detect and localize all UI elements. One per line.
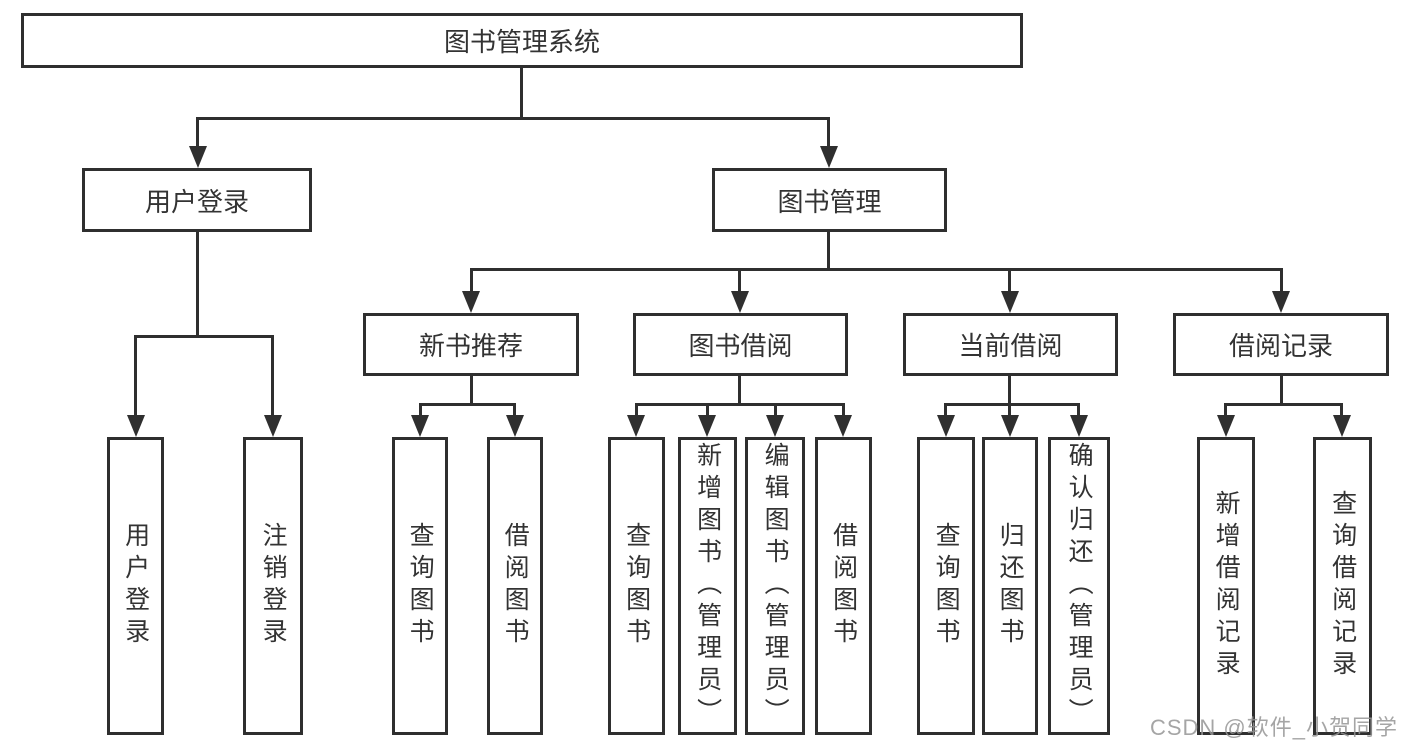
node-book-management-label: 图书管理 <box>777 186 882 217</box>
connector-login-split <box>134 335 274 338</box>
connector-current-branch-2 <box>1008 403 1011 417</box>
node-login-user-login: 用户登录 <box>107 437 164 735</box>
arrowhead-icon <box>627 415 645 437</box>
node-current-confirm-return-admin-label: 确认归还（管理员） <box>1065 442 1094 730</box>
node-borrowing-add-books-admin: 新增图书（管理员） <box>678 437 737 735</box>
node-user-login: 用户登录 <box>82 168 312 232</box>
node-book-management: 图书管理 <box>712 168 947 232</box>
arrowhead-icon <box>1001 291 1019 313</box>
connector-borrowing-branch-2 <box>706 403 709 417</box>
connector-current-split <box>944 403 1080 406</box>
connector-branch-recommend <box>470 268 473 293</box>
node-library-system: 图书管理系统 <box>21 13 1023 68</box>
connector-borrowing-branch-1 <box>635 403 638 417</box>
node-borrowing-edit-books-admin-label: 编辑图书（管理员） <box>761 442 790 730</box>
connector-current-branch-3 <box>1077 403 1080 417</box>
node-book-borrowing: 图书借阅 <box>633 313 848 376</box>
arrowhead-icon <box>1001 415 1019 437</box>
arrowhead-icon <box>731 291 749 313</box>
connector-login-branch-1 <box>134 335 137 417</box>
arrowhead-icon <box>1217 415 1235 437</box>
connector-borrowing-split <box>635 403 844 406</box>
node-borrowing-records-label: 借阅记录 <box>1228 331 1333 361</box>
node-borrowing-borrow-books-label: 借阅图书 <box>829 522 858 650</box>
connector-records-branch-1 <box>1224 403 1227 417</box>
node-borrowing-edit-books-admin: 编辑图书（管理员） <box>745 437 805 735</box>
node-recommend-borrow-books-label: 借阅图书 <box>501 522 530 650</box>
connector-login-branch-2 <box>271 335 274 417</box>
node-records-add-record-label: 新增借阅记录 <box>1212 490 1241 682</box>
connector-branch-bookmgmt <box>827 117 830 148</box>
connector-root-stem <box>520 68 523 120</box>
connector-borrowing-branch-3 <box>774 403 777 417</box>
csdn-watermark: CSDN @软件_小贺同学 <box>1149 715 1398 740</box>
node-login-logout-label: 注销登录 <box>259 522 288 650</box>
connector-current-stem <box>1008 376 1011 406</box>
arrowhead-icon <box>264 415 282 437</box>
node-borrowing-borrow-books: 借阅图书 <box>815 437 872 735</box>
connector-login-stem <box>196 232 199 338</box>
node-borrowing-query-books-label: 查询图书 <box>622 522 651 650</box>
node-current-query-books-label: 查询图书 <box>932 522 961 650</box>
connector-bookmgmt-split <box>470 268 1283 271</box>
arrowhead-icon <box>189 146 207 168</box>
node-current-borrowing-label: 当前借阅 <box>958 331 1063 361</box>
node-borrowing-records: 借阅记录 <box>1173 313 1389 376</box>
connector-records-stem <box>1280 376 1283 406</box>
arrowhead-icon <box>820 146 838 168</box>
node-borrowing-add-books-admin-label: 新增图书（管理员） <box>693 442 722 730</box>
node-current-return-books-label: 归还图书 <box>996 522 1025 650</box>
arrowhead-icon <box>127 415 145 437</box>
connector-borrowing-stem <box>738 376 741 406</box>
node-recommend-borrow-books: 借阅图书 <box>487 437 543 735</box>
connector-branch-current <box>1008 268 1011 293</box>
arrowhead-icon <box>1272 291 1290 313</box>
node-current-query-books: 查询图书 <box>917 437 975 735</box>
arrowhead-icon <box>698 415 716 437</box>
connector-recommend-branch-2 <box>513 403 516 417</box>
node-library-system-label: 图书管理系统 <box>443 27 600 57</box>
node-borrowing-query-books: 查询图书 <box>608 437 665 735</box>
node-new-book-recommend: 新书推荐 <box>363 313 579 376</box>
connector-branch-borrowing <box>738 268 741 293</box>
arrowhead-icon <box>1333 415 1351 437</box>
arrowhead-icon <box>937 415 955 437</box>
arrowhead-icon <box>462 291 480 313</box>
connector-current-branch-1 <box>944 403 947 417</box>
node-new-book-recommend-label: 新书推荐 <box>418 331 523 361</box>
node-recommend-query-books: 查询图书 <box>392 437 448 735</box>
connector-root-split <box>196 117 830 120</box>
connector-bookmgmt-stem <box>827 232 830 271</box>
arrowhead-icon <box>834 415 852 437</box>
connector-records-branch-2 <box>1340 403 1343 417</box>
node-user-login-label: 用户登录 <box>144 186 249 217</box>
node-book-borrowing-label: 图书借阅 <box>688 331 793 361</box>
node-login-user-login-label: 用户登录 <box>121 522 150 650</box>
node-records-add-record: 新增借阅记录 <box>1197 437 1255 735</box>
connector-borrowing-branch-4 <box>842 403 845 417</box>
node-records-query-record: 查询借阅记录 <box>1313 437 1372 735</box>
node-recommend-query-books-label: 查询图书 <box>406 522 435 650</box>
connector-recommend-split <box>419 403 516 406</box>
connector-recommend-branch-1 <box>419 403 422 417</box>
connector-recommend-stem <box>470 376 473 406</box>
node-current-return-books: 归还图书 <box>982 437 1038 735</box>
arrowhead-icon <box>1070 415 1088 437</box>
arrowhead-icon <box>411 415 429 437</box>
arrowhead-icon <box>506 415 524 437</box>
node-records-query-record-label: 查询借阅记录 <box>1328 490 1357 682</box>
connector-branch-login <box>196 117 199 148</box>
node-current-borrowing: 当前借阅 <box>903 313 1118 376</box>
connector-records-split <box>1224 403 1343 406</box>
node-login-logout: 注销登录 <box>243 437 303 735</box>
connector-branch-records <box>1280 268 1283 293</box>
arrowhead-icon <box>766 415 784 437</box>
node-current-confirm-return-admin: 确认归还（管理员） <box>1048 437 1110 735</box>
